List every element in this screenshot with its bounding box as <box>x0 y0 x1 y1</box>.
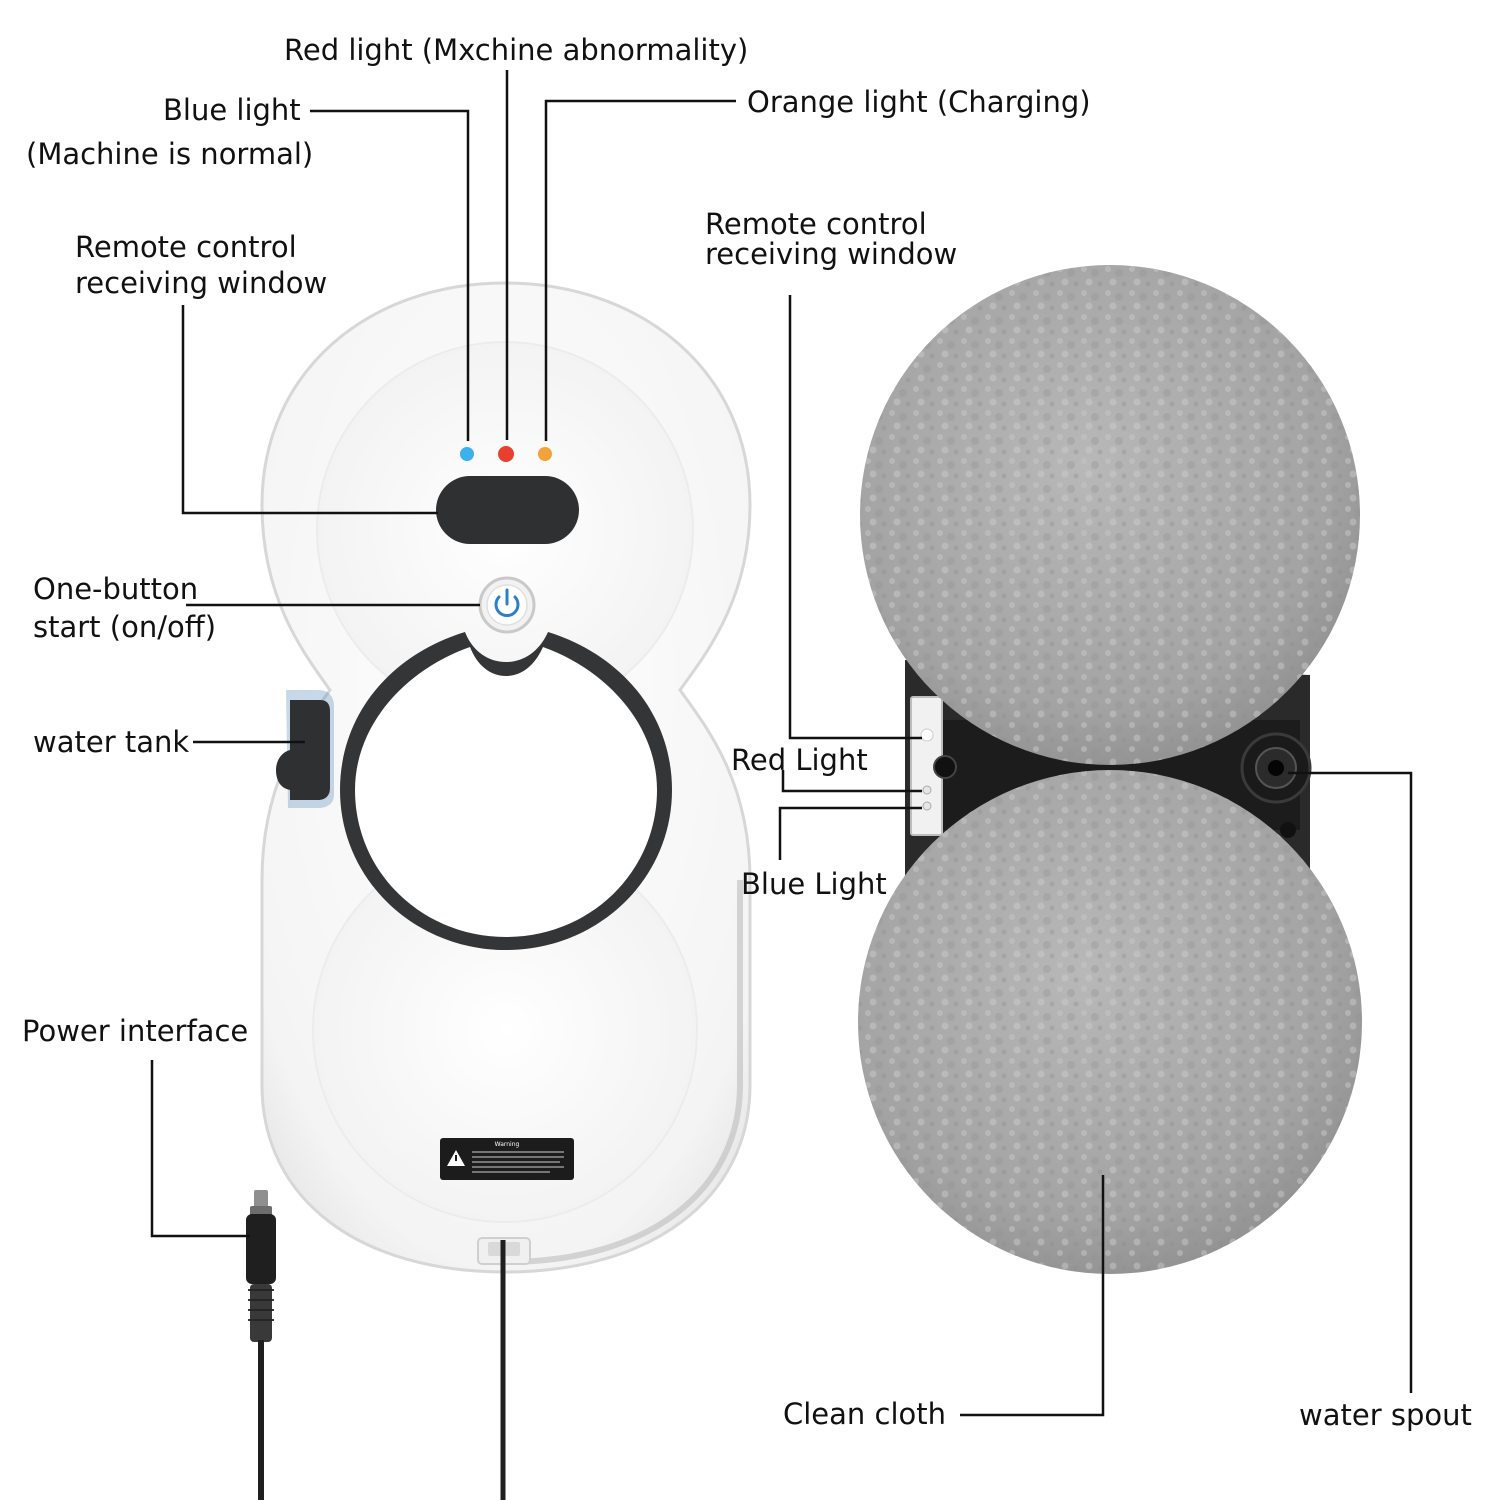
chassis-hole-left <box>933 755 957 779</box>
leader-power-interface <box>150 1060 250 1238</box>
label-power-interface: Power interface <box>22 1014 249 1048</box>
label-blue-light-top-sub: (Machine is normal) <box>26 137 314 171</box>
leader-remote-left <box>181 305 438 515</box>
blue-indicator-light <box>460 447 474 461</box>
label-red-light-top: Red light (Mxchine abnormality) <box>284 33 749 67</box>
front-robot: Warning <box>260 281 752 1500</box>
label-water-spout: water spout <box>1299 1398 1472 1432</box>
label-remote-left-line1: Remote control <box>75 230 297 264</box>
sensor-remote-window <box>920 728 934 742</box>
leader-red-light-right <box>781 770 922 793</box>
label-one-button-line2: start (on/off) <box>33 610 217 644</box>
robot-edge-shadow <box>504 880 743 1265</box>
water-tank-cap <box>276 700 330 800</box>
label-remote-left-line2: receiving window <box>75 266 328 300</box>
red-indicator-light <box>498 446 514 462</box>
label-water-tank: water tank <box>33 725 190 759</box>
leader-lines <box>150 70 1413 1417</box>
label-clean-cloth: Clean cloth <box>783 1397 947 1431</box>
leader-blue-light-top <box>310 109 470 441</box>
leader-blue-light-right <box>778 806 922 860</box>
blue-light-back <box>922 801 932 811</box>
chassis-screw <box>1280 822 1296 838</box>
leader-orange-light <box>544 99 736 441</box>
orange-indicator-light <box>538 447 552 461</box>
clean-cloth-bottom-texture <box>858 770 1362 1274</box>
leader-clean-cloth <box>960 1175 1105 1417</box>
center-disc <box>355 647 657 937</box>
warning-sticker-title: Warning <box>495 1141 520 1148</box>
red-light-back <box>922 785 932 795</box>
warning-sticker <box>440 1138 574 1180</box>
leader-remote-right <box>788 295 922 740</box>
label-red-light-right: Red Light <box>731 743 868 777</box>
label-blue-light-right: Blue Light <box>741 867 887 901</box>
label-remote-right-line2: receiving window <box>705 237 958 271</box>
clean-cloth-top-texture <box>860 265 1360 765</box>
power-icon <box>494 588 520 617</box>
leader-water-spout <box>1288 771 1413 1393</box>
label-orange-light: Orange light (Charging) <box>747 85 1091 119</box>
back-robot <box>858 265 1362 1274</box>
power-plug <box>246 1190 276 1500</box>
warning-triangle-icon <box>447 1150 465 1166</box>
label-remote-right-line1: Remote control <box>705 207 927 241</box>
remote-receiving-window <box>436 476 579 544</box>
warning-sticker-lines <box>472 1151 564 1173</box>
water-spout-hole <box>1268 760 1284 776</box>
label-one-button-line1: One-button <box>33 572 199 606</box>
label-blue-light-top: Blue light <box>163 93 301 127</box>
